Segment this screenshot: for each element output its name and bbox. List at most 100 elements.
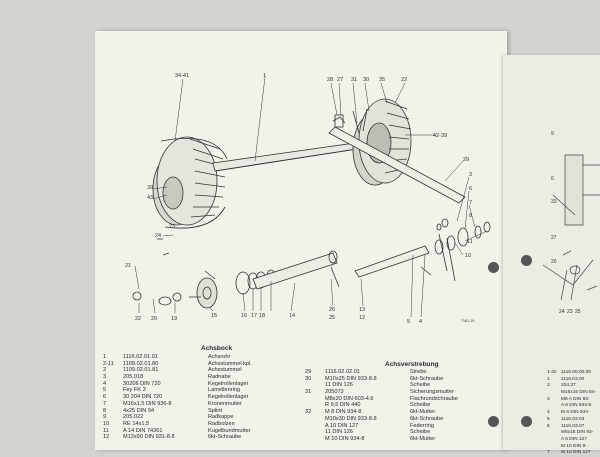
cell-bez: Radkappe: [208, 414, 234, 421]
cell-pos: 4: [103, 380, 107, 387]
cell-pos: 5: [547, 416, 550, 422]
cell-nr: 11 DIN 126: [325, 429, 353, 436]
table-row: 3 205.018 Radnabe: [103, 374, 299, 381]
cell-nr: M 8 DIN 934-8: [325, 409, 362, 416]
callout: 15: [211, 313, 217, 319]
cell-nr: A 6 DIN 127: [561, 436, 587, 442]
cell-pos: 3: [103, 374, 107, 381]
callout: 5: [407, 319, 410, 325]
cell-nr: 1116.00.00.00: [561, 370, 591, 375]
cell-nr: M 6 DIN 934-: [561, 410, 590, 416]
cell-pos: 2: [547, 383, 550, 389]
cell-bez: Kegelrollenlager: [208, 394, 249, 401]
callout: 1: [263, 73, 266, 79]
cell-nr: 1116.03.03: [561, 416, 585, 422]
table-row: M16x16 DIN 84-: [547, 390, 600, 397]
left-hub-assembly: [132, 238, 340, 309]
drawing-stamp: 7161-19: [461, 319, 474, 323]
callout: 22: [401, 77, 407, 83]
binder-hole: [521, 255, 532, 266]
callout: 22: [135, 316, 141, 322]
cell-bez: Radnabe: [208, 374, 231, 381]
callout: 14: [289, 313, 295, 319]
cell-nr: M6x16 DIN 93-: [561, 430, 594, 436]
table-row: 1-32 1116.00.00.00: [547, 370, 600, 377]
callout: 25: [575, 309, 581, 315]
callout: 10: [465, 253, 471, 259]
cell-pos: 3: [547, 396, 550, 402]
cell-pos: 30: [305, 375, 312, 382]
cell-nr: M16x16 DIN 84-: [561, 390, 596, 396]
callout: 4: [419, 319, 422, 325]
cell-nr: 204.37: [561, 383, 576, 389]
callout: 24: [155, 233, 161, 239]
callout: 20: [551, 259, 557, 265]
cell-nr: 1116.03.07: [561, 423, 585, 429]
cell-nr: Fey FK 3: [123, 387, 146, 394]
cell-pos: 1: [103, 354, 107, 360]
callout: 3: [469, 172, 472, 178]
cell-bez: Radbolzen: [208, 420, 235, 427]
cell-nr: A 10 DIN 127: [325, 422, 359, 429]
cell-nr: 11 DIN 126: [325, 382, 353, 389]
cell-nr: M 10 DIN 127: [561, 450, 591, 456]
cell-pos: 1-32: [547, 370, 557, 375]
cell-pos: 6: [103, 394, 107, 401]
cell-nr: 1116.03.00: [561, 376, 585, 382]
cell-nr: 1116.02.02.01: [325, 369, 360, 375]
cell-nr: 4x25 DIN 94: [123, 407, 155, 414]
cell-nr: M6 A DIN 84-: [561, 396, 590, 402]
callout: 9: [551, 131, 554, 137]
callout: 19: [171, 316, 177, 322]
cell-pos: 6: [547, 423, 550, 429]
cell-bez: 6kt-Mutter: [410, 409, 436, 416]
callout: 26: [329, 307, 335, 313]
callout: 17: [251, 313, 257, 319]
left-wheel: [152, 136, 228, 229]
table-row: A 6 DIN 934-8: [547, 403, 600, 410]
callout: 31: [351, 77, 357, 83]
next-page-drawing: 9 6 33 27 20 24 23 25: [542, 131, 600, 315]
cell-pos: 12: [103, 434, 110, 441]
binder-hole: [521, 416, 532, 427]
cell-pos: 5: [103, 387, 107, 394]
cell-pos: 9: [103, 414, 107, 421]
table-row: 6 1116.03.07: [547, 424, 600, 431]
cell-bez: Kronenmutter: [208, 400, 242, 407]
callout: 28: [327, 77, 333, 83]
cell-nr: M10x30 DIN 933-8.8: [325, 415, 377, 422]
cell-bez: 6kt-Schraube: [410, 375, 444, 382]
table-row: M6x16 DIN 93-: [547, 430, 600, 437]
cell-bez: 6kt-Mutter: [410, 435, 436, 442]
catalog-page: 34-41 1 28 27 31 30 35 22 42-39 39 43 29…: [95, 31, 507, 450]
right-hub-assembly: [354, 218, 491, 282]
table-row: A 10 DIN 127 Federring: [305, 423, 501, 430]
cell-bez: Kegelrollenlager: [208, 380, 249, 387]
callout: 6: [469, 186, 472, 192]
strut: [328, 108, 466, 204]
cell-bez: Federring: [410, 422, 434, 429]
callout: 24: [559, 309, 565, 315]
table-row: 5 1116.03.03: [547, 417, 600, 424]
cell-nr: 1109.02.01.81: [123, 367, 159, 374]
cell-nr: M 10 DIN 934-8: [325, 435, 365, 442]
cell-nr: M8x20 DIN 603-4.6: [325, 395, 374, 402]
cell-nr: 205.018: [123, 374, 144, 381]
